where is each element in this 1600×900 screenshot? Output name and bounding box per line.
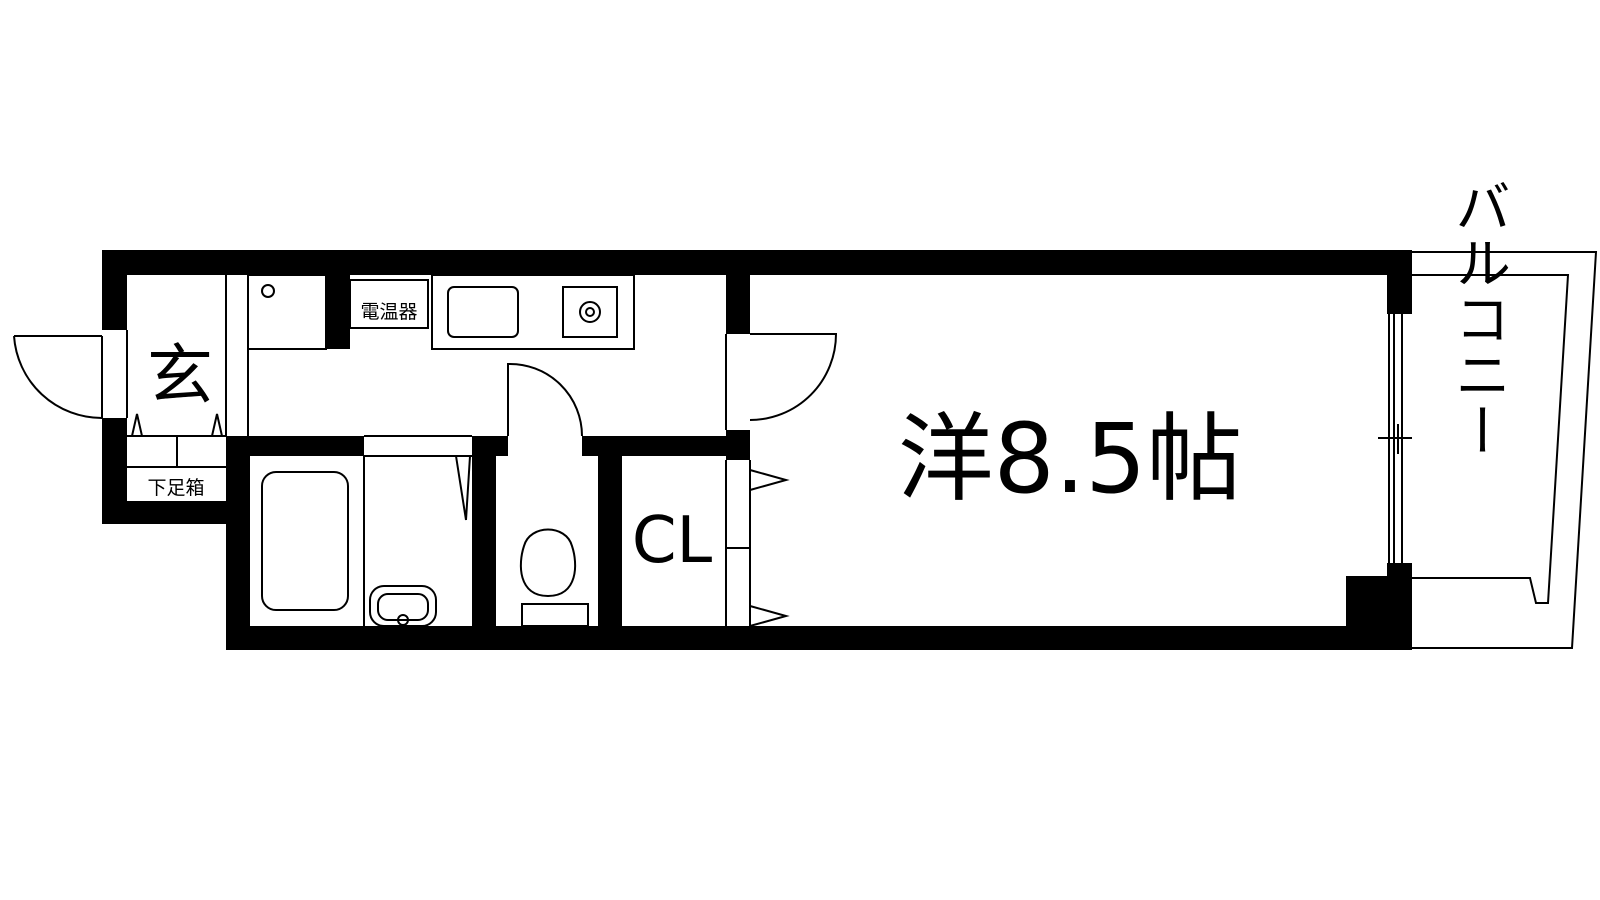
water-heater-label: 電温器 (360, 301, 417, 323)
water-heater-box (349, 279, 429, 329)
fridge-space (247, 274, 327, 350)
western-room-label: 洋8.5帖 (898, 403, 1243, 515)
sink (447, 286, 519, 338)
balcony-outline (1412, 251, 1598, 649)
bathtub (261, 471, 349, 611)
closet-label: CL (632, 504, 713, 578)
room-door (749, 333, 838, 421)
kitchen-counter (431, 274, 635, 350)
toilet-bowl (519, 528, 577, 598)
stove (562, 286, 618, 338)
shoe-box-label: 下足箱 (147, 477, 204, 499)
fixtures (13, 251, 1598, 649)
balcony-label: バルコニー (1446, 178, 1511, 458)
toilet-door (507, 362, 583, 437)
walls (102, 250, 1412, 650)
entrance-label: 玄 (147, 337, 213, 414)
entrance-door (13, 335, 103, 420)
